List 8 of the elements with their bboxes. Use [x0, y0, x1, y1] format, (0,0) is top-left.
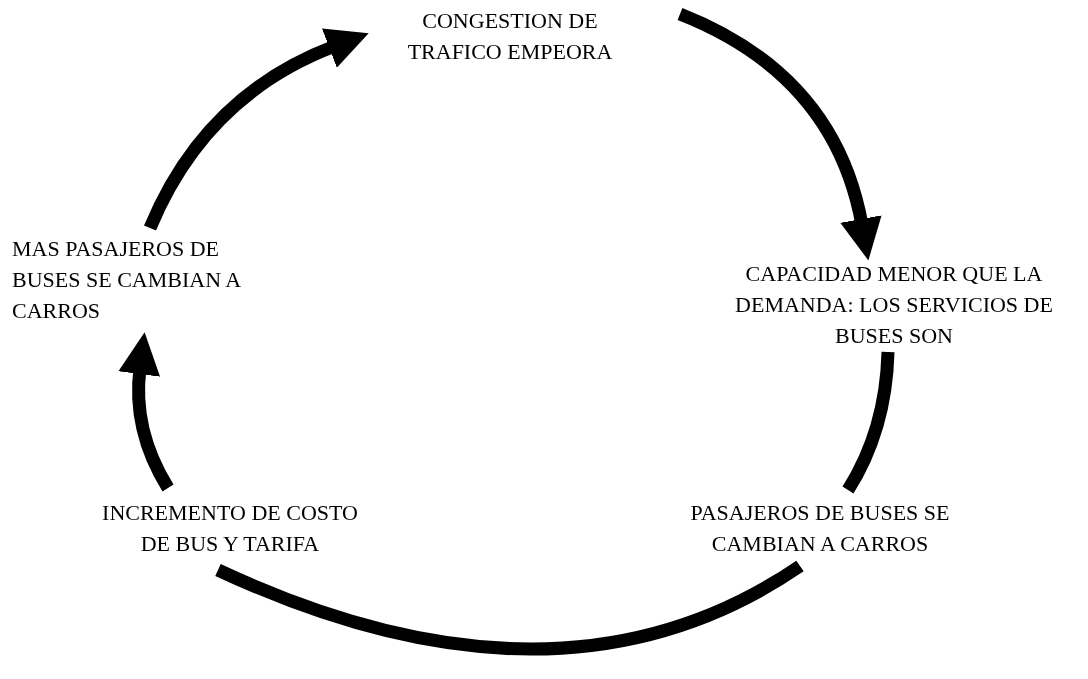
cycle-step-text: CONGESTION DE TRAFICO EMPEORA — [385, 5, 635, 67]
cycle-step-text: PASAJEROS DE BUSES SE CAMBIAN A CARROS — [650, 497, 990, 559]
curved-arrow — [144, 28, 369, 231]
curved-arrow — [118, 332, 174, 492]
cycle-step-text: CAPACIDAD MENOR QUE LA DEMANDA: LOS SERVICIOS DE BUSES SON — [700, 258, 1088, 351]
cycle-step-text: INCREMENTO DE COSTO DE BUS Y TARIFA — [95, 497, 365, 559]
curved-arrow — [677, 8, 882, 261]
cycle-step-text: MAS PASAJEROS DE BUSES SE CAMBIAN A CARROS — [12, 233, 262, 326]
